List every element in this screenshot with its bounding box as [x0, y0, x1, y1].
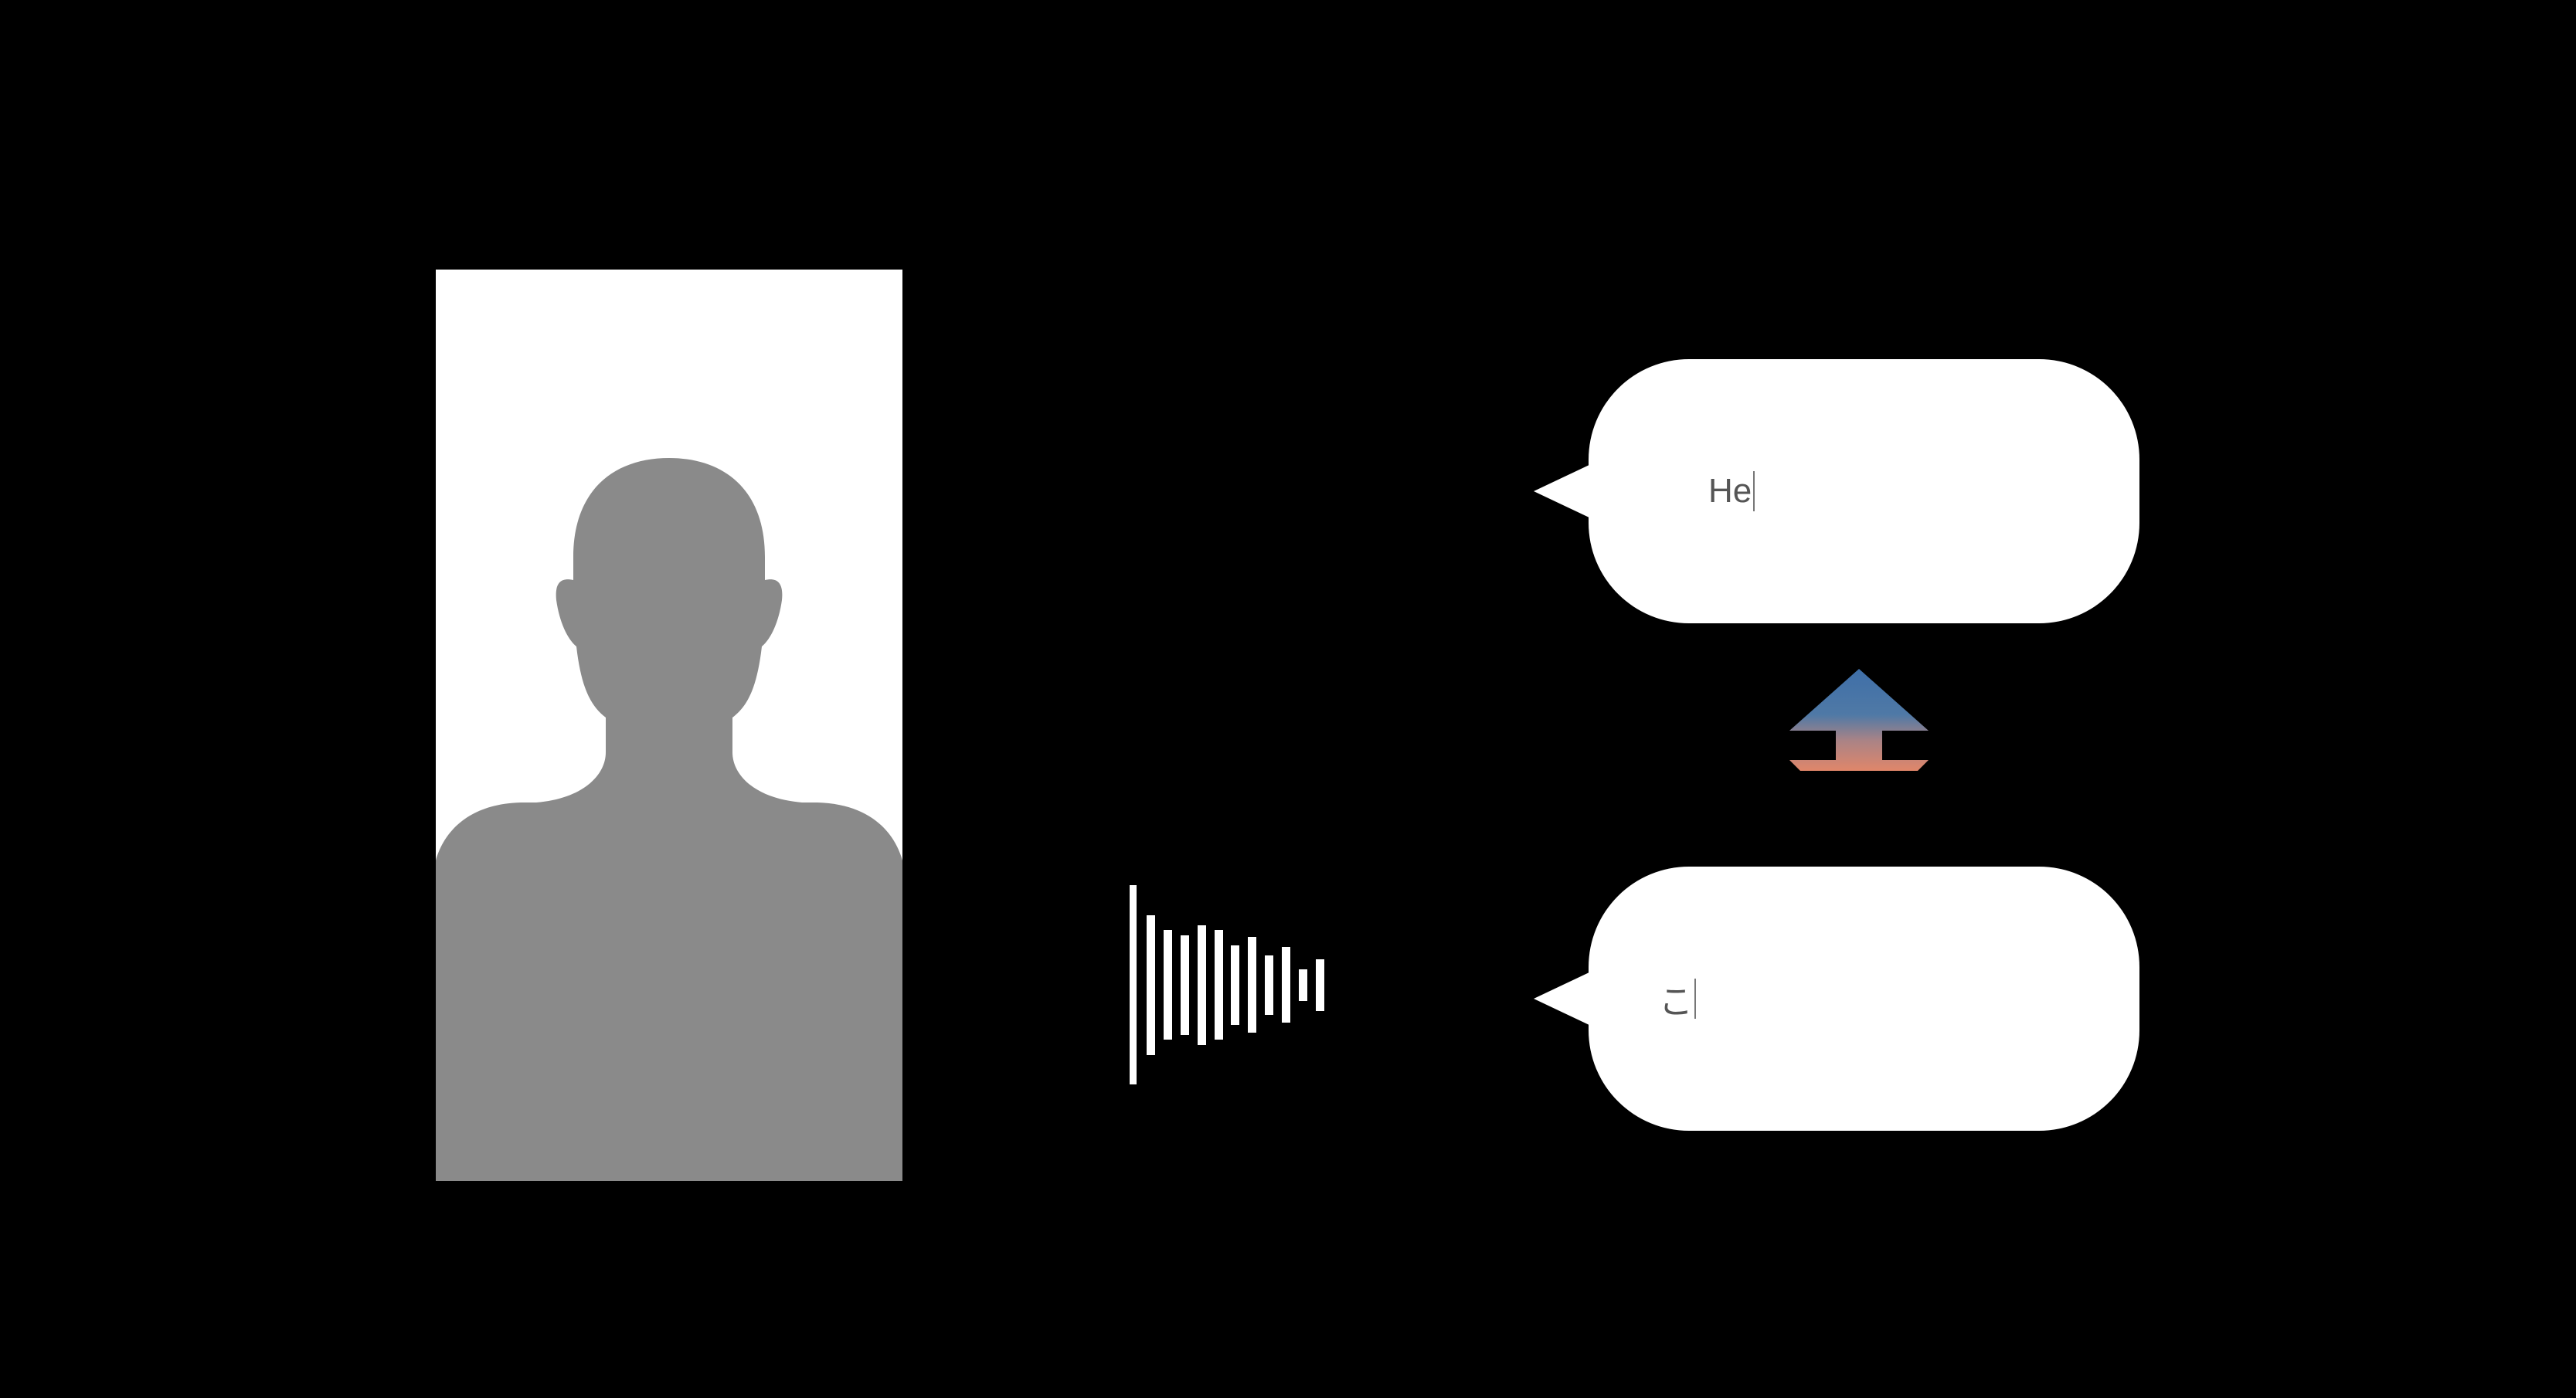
- text-caret: [1694, 979, 1696, 1019]
- up-arrow-icon: [1789, 669, 1929, 771]
- translated-text: こ: [1659, 867, 1696, 1131]
- wave-bar: [1231, 945, 1240, 1025]
- text-caret: [1753, 471, 1755, 511]
- wave-bar: [1282, 947, 1291, 1023]
- wave-bar: [1130, 885, 1137, 1084]
- source-text-value: He: [1708, 472, 1752, 510]
- translated-text-value: こ: [1659, 983, 1693, 1021]
- speech-bubble-translation: こ: [1534, 867, 2139, 1131]
- speech-bubble-source: He: [1534, 359, 2139, 623]
- speech-bubble-tail: [1534, 971, 1592, 1026]
- wave-bar: [1214, 930, 1223, 1040]
- source-text: He: [1708, 359, 1755, 623]
- wave-bar: [1197, 925, 1206, 1045]
- wave-bar: [1248, 937, 1257, 1033]
- speech-bubble-tail: [1534, 463, 1592, 519]
- wave-bar: [1146, 915, 1155, 1055]
- wave-bar: [1265, 955, 1274, 1015]
- wave-bar: [1180, 935, 1189, 1035]
- speaker-portrait: [436, 270, 902, 1181]
- speech-bubble-body: [1589, 867, 2139, 1131]
- wave-bar: [1163, 930, 1172, 1040]
- wave-bar: [1315, 959, 1324, 1011]
- wave-bar: [1299, 969, 1308, 1001]
- person-silhouette-icon: [436, 458, 902, 1181]
- speech-bubble-body: [1589, 359, 2139, 623]
- sound-wave-icon: [1130, 885, 1335, 1084]
